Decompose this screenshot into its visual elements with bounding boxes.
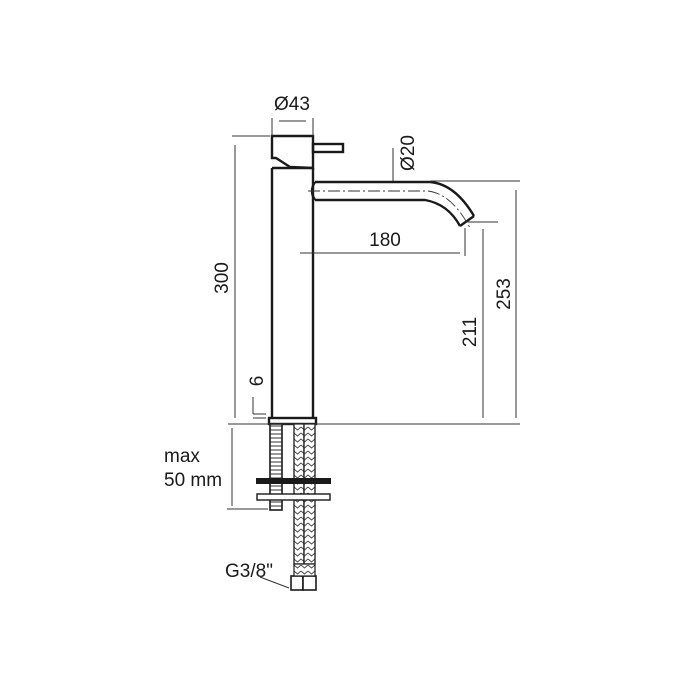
mounting-assembly: [256, 423, 331, 591]
label-spout-top-height: 253: [494, 278, 515, 310]
label-spout-diameter: Ø20: [398, 135, 419, 171]
label-50mm: 50 mm: [164, 470, 222, 491]
spout: [308, 180, 476, 229]
label-base-offset: 6: [247, 376, 268, 387]
label-spout-reach: 180: [369, 230, 401, 251]
label-body-diameter: Ø43: [274, 94, 310, 115]
faucet-body: [267, 134, 345, 426]
label-total-height: 300: [212, 262, 233, 294]
label-max: max: [164, 446, 200, 467]
dimension-lines: [227, 118, 520, 589]
label-connection-thread: G3/8": [225, 561, 273, 582]
label-outlet-height: 211: [460, 317, 481, 347]
